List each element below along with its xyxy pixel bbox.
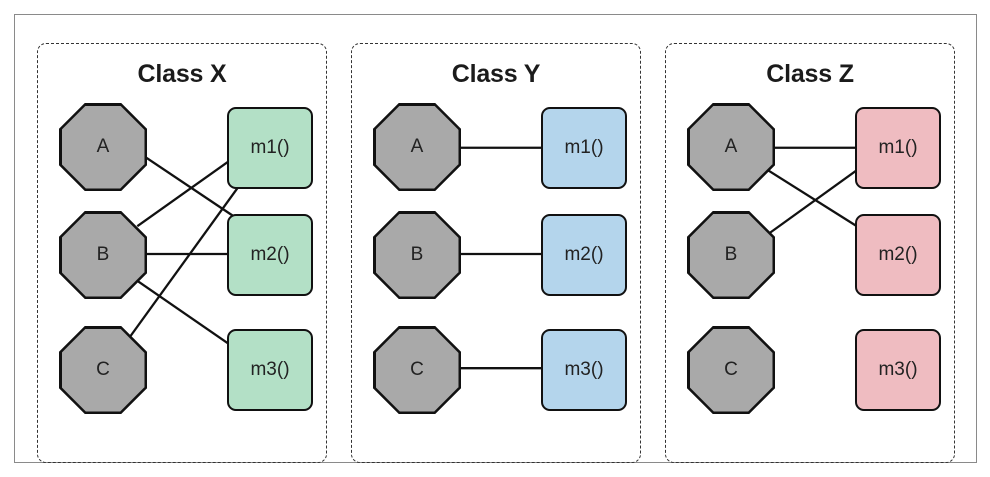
octagon-a-label: A [61, 105, 145, 189]
method-m2: m2() [541, 214, 627, 296]
method-m3: m3() [541, 329, 627, 411]
octagon-c: C [59, 326, 147, 414]
octagon-a: A [59, 103, 147, 191]
octagon-b: B [373, 211, 461, 299]
octagon-b-label: B [375, 213, 459, 297]
class-x-links [126, 150, 248, 351]
link-b-m1 [136, 154, 238, 228]
octagon-a: A [373, 103, 461, 191]
method-m1: m1() [227, 107, 313, 189]
class-z-title: Class Z [766, 60, 854, 88]
method-m1: m1() [855, 107, 941, 189]
method-m2: m2() [227, 214, 313, 296]
class-y-title: Class Y [451, 60, 541, 88]
class-y-panel: Class Y A B C m1() m2() m3() [351, 43, 641, 463]
octagon-c: C [373, 326, 461, 414]
method-m3: m3() [855, 329, 941, 411]
class-z-links [764, 146, 866, 238]
octagon-a-label: A [689, 105, 773, 189]
method-m1: m1() [541, 107, 627, 189]
class-x-title: Class X [137, 60, 227, 88]
octagon-a: A [687, 103, 775, 191]
octagon-b: B [59, 211, 147, 299]
octagon-b-label: B [61, 213, 145, 297]
octagon-c-label: C [689, 328, 773, 412]
class-x-panel: Class X A B C m1() m2() m3() [37, 43, 327, 463]
method-m2: m2() [855, 214, 941, 296]
method-m3: m3() [227, 329, 313, 411]
octagon-b: B [687, 211, 775, 299]
link-a-m2 [136, 150, 238, 220]
class-z-panel: Class Z A B C m1() m2() m3() [665, 43, 955, 463]
octagon-a-label: A [375, 105, 459, 189]
octagon-c-label: C [61, 328, 145, 412]
octagon-c: C [687, 326, 775, 414]
octagon-c-label: C [375, 328, 459, 412]
link-c-m1 [126, 174, 248, 342]
octagon-b-label: B [689, 213, 773, 297]
figure-frame: Class X A B C m1() m2() m3() Class Y A [14, 14, 977, 463]
link-b-m1 [764, 163, 866, 238]
class-y-links [459, 146, 551, 370]
link-b-m3 [136, 279, 238, 351]
